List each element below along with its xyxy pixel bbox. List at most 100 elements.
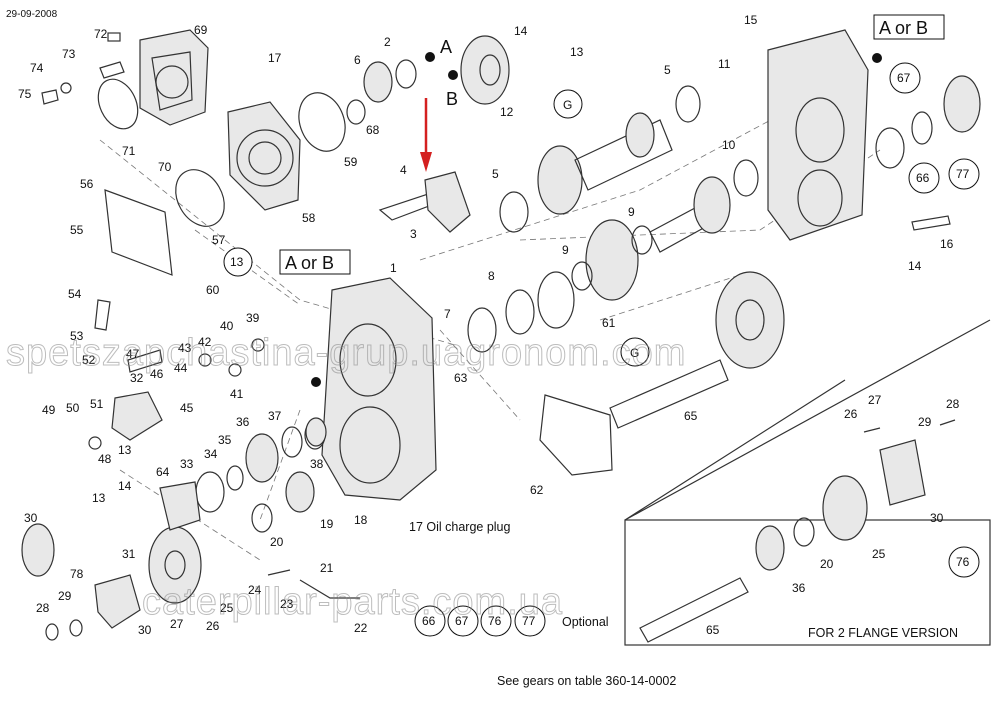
- part-label-65a: 65: [684, 409, 698, 423]
- group-g-circle-mid: [620, 337, 650, 367]
- group-g-label-mid: G: [630, 346, 639, 360]
- housing-58-drawing: [227, 101, 301, 211]
- part-label-36b: 36: [792, 581, 806, 595]
- flange-version-label: FOR 2 FLANGE VERSION: [808, 626, 958, 640]
- part-label-25b: 25: [872, 547, 886, 561]
- o-ring-59-drawing: [298, 92, 346, 152]
- small-fasteners-72-75: [41, 32, 125, 105]
- part-label-10: 10: [722, 138, 736, 152]
- part-label-27a: 27: [170, 617, 184, 631]
- gear-shaft-g-drawing: [499, 85, 701, 233]
- a-or-b-box-top: [873, 14, 945, 40]
- housing-15-drawing: [733, 29, 869, 241]
- part-label-19: 19: [320, 517, 334, 531]
- part-label-16: 16: [940, 237, 954, 251]
- indicator-arrow: [420, 98, 432, 172]
- bearings-33-38-drawing: [195, 417, 327, 533]
- part-label-32: 32: [130, 371, 144, 385]
- shield-62-drawing: [539, 394, 613, 476]
- bearing-6-drawing: [346, 59, 417, 125]
- circled-77: 77: [956, 167, 970, 181]
- part-label-21: 21: [320, 561, 334, 575]
- part-label-31: 31: [122, 547, 136, 561]
- part-label-52: 52: [82, 353, 96, 367]
- part-label-22: 22: [354, 621, 368, 635]
- optional-67: 67: [455, 614, 469, 628]
- part-label-28b: 28: [946, 397, 960, 411]
- watermark-top: spetszapchastina-grup.uagronom.com: [6, 332, 686, 374]
- part-label-61: 61: [602, 316, 616, 330]
- part-label-33: 33: [180, 457, 194, 471]
- shift-fork-4-drawing: [378, 171, 471, 233]
- o-ring-57-drawing: [175, 169, 225, 227]
- part-label-30c: 30: [930, 511, 944, 525]
- a-or-b-label-top: A or B: [879, 18, 928, 38]
- point-markers: [311, 52, 882, 387]
- middle-gears-drawing: [467, 176, 731, 353]
- cover-69-drawing: [139, 29, 209, 126]
- sensor-wire-drawing: [267, 569, 360, 599]
- part-label-6: 6: [354, 53, 361, 67]
- part-label-49: 49: [42, 403, 56, 417]
- part-label-72: 72: [94, 27, 108, 41]
- output-shaft-65-drawing: [609, 271, 785, 429]
- part-label-5b: 5: [492, 167, 499, 181]
- part-label-30a: 30: [24, 511, 38, 525]
- oil-plug-label: 17 Oil charge plug: [409, 520, 511, 534]
- part-label-70: 70: [158, 160, 172, 174]
- part-label-68: 68: [366, 123, 380, 137]
- part-label-36: 36: [236, 415, 250, 429]
- part-label-18: 18: [354, 513, 368, 527]
- optional-77: 77: [522, 614, 536, 628]
- optional-76: 76: [488, 614, 502, 628]
- circled-66: 66: [916, 171, 930, 185]
- part-label-55: 55: [70, 223, 84, 237]
- part-label-75: 75: [18, 87, 32, 101]
- part-label-34: 34: [204, 447, 218, 461]
- part-label-65b: 65: [706, 623, 720, 637]
- group-g-label-top: G: [563, 98, 572, 112]
- part-label-15: 15: [744, 13, 758, 27]
- part-label-40: 40: [220, 319, 234, 333]
- part-label-51: 51: [90, 397, 104, 411]
- watermark-bottom: caterpillar-parts.com.ua: [142, 581, 563, 623]
- part-label-13a: 13: [570, 45, 584, 59]
- part-label-29b: 29: [918, 415, 932, 429]
- housing-1-drawing: [304, 277, 437, 501]
- a-or-b-label-mid: A or B: [285, 253, 334, 273]
- part-label-35: 35: [218, 433, 232, 447]
- part-label-60: 60: [206, 283, 220, 297]
- diagram-date: 29-09-2008: [6, 9, 58, 20]
- part-label-13b: 13: [118, 443, 132, 457]
- part-label-23: 23: [280, 597, 294, 611]
- part-label-28a: 28: [36, 601, 50, 615]
- part-label-38: 38: [310, 457, 324, 471]
- flange-12-drawing: [460, 35, 510, 105]
- part-label-2: 2: [384, 35, 391, 49]
- see-gears-note: See gears on table 360-14-0002: [497, 674, 676, 688]
- part-label-5a: 5: [664, 63, 671, 77]
- circled-76: 76: [956, 555, 970, 569]
- seal-parts-right: [875, 75, 981, 231]
- part-label-62: 62: [530, 483, 544, 497]
- part-label-57: 57: [212, 233, 226, 247]
- part-label-25a: 25: [220, 601, 234, 615]
- a-or-b-box-mid: [279, 249, 351, 275]
- part-label-1: 1: [390, 261, 397, 275]
- part-label-37: 37: [268, 409, 282, 423]
- part-label-42: 42: [198, 335, 212, 349]
- two-flange-inset: [624, 319, 991, 646]
- part-label-50: 50: [66, 401, 80, 415]
- optional-66: 66: [422, 614, 436, 628]
- part-label-71: 71: [122, 144, 136, 158]
- part-label-30b: 30: [138, 623, 152, 637]
- part-label-8: 8: [488, 269, 495, 283]
- part-label-46: 46: [150, 367, 164, 381]
- part-label-12: 12: [500, 105, 514, 119]
- part-label-26a: 26: [206, 619, 220, 633]
- part-label-27b: 27: [868, 393, 882, 407]
- part-label-43: 43: [178, 341, 192, 355]
- part-label-74: 74: [30, 61, 44, 75]
- part-label-56: 56: [80, 177, 94, 191]
